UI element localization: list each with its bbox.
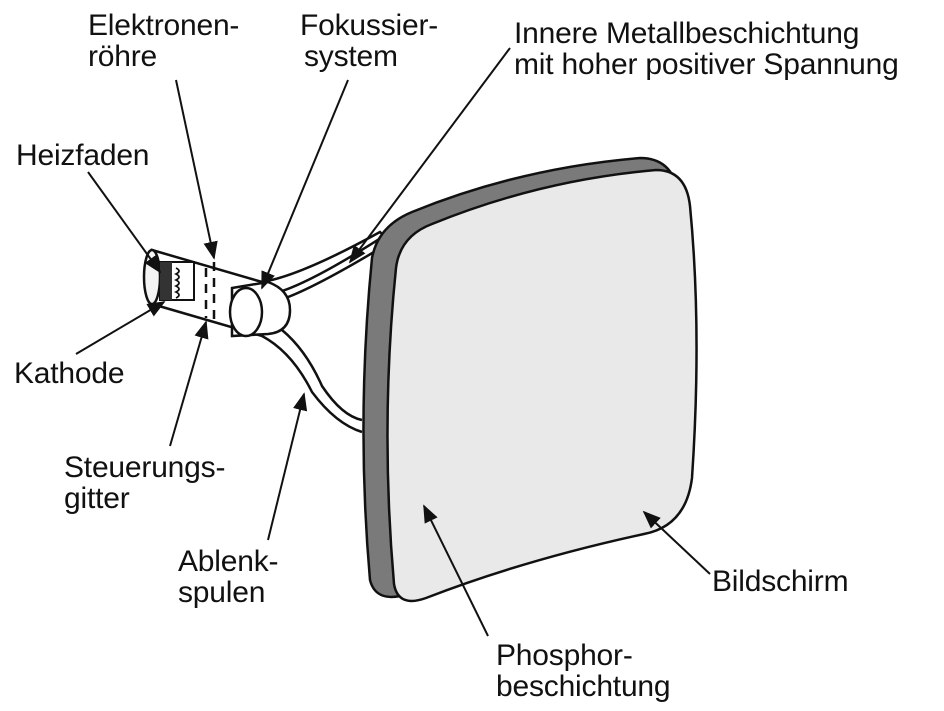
leader-heizfaden	[87, 171, 162, 274]
label-kathode: Kathode	[14, 357, 125, 390]
label-ablenkspulen: Ablenk- spulen	[178, 545, 279, 609]
leader-fokussiersystem	[261, 79, 349, 290]
leader-lines	[75, 47, 711, 637]
label-elektronenroehre: Elektronen- röhre	[88, 9, 240, 73]
focusing-cylinder	[228, 280, 292, 338]
control-grid	[204, 262, 216, 322]
label-fokussiersystem: Fokussier- system	[300, 9, 439, 73]
label-phosphorbeschichtung: Phosphor- beschichtung	[496, 639, 671, 703]
leader-kathode	[75, 301, 166, 355]
label-bildschirm: Bildschirm	[712, 565, 849, 598]
leader-phosphorbeschichtung	[423, 504, 489, 637]
leader-elektronenroehre	[175, 79, 218, 260]
cathode-heater	[159, 261, 195, 301]
screen-face	[386, 168, 698, 603]
label-steuerungsgitter: Steuerungs- gitter	[64, 451, 226, 515]
leader-metallbeschichtung	[348, 47, 511, 264]
label-metallbeschichtung: Innere Metallbeschichtung mit hoher posi…	[514, 17, 899, 81]
label-heizfaden: Heizfaden	[16, 139, 150, 172]
leader-steuerungsgitter	[169, 320, 209, 447]
leader-ablenkspulen	[267, 392, 308, 541]
leader-bildschirm	[642, 510, 711, 575]
